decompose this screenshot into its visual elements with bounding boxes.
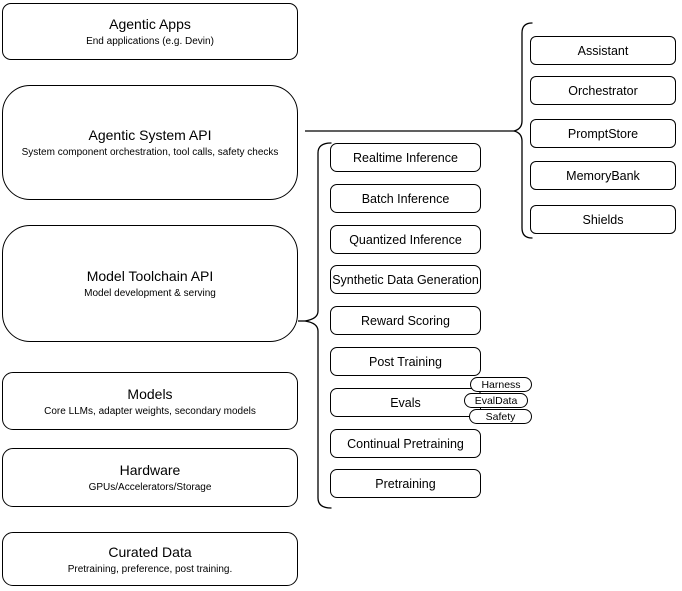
- node-agentic-system-api: Agentic System API System component orch…: [2, 85, 298, 200]
- node-title: Models: [127, 385, 173, 402]
- node-title: Agentic System API: [88, 127, 212, 143]
- node-reward-scoring: Reward Scoring: [330, 306, 481, 335]
- node-subtitle: Model development & serving: [84, 288, 216, 299]
- tag-evaldata: EvalData: [464, 393, 528, 408]
- node-subtitle: System component orchestration, tool cal…: [21, 147, 279, 158]
- node-post-training: Post Training: [330, 347, 481, 376]
- node-shields: Shields: [530, 205, 676, 234]
- node-subtitle: Core LLMs, adapter weights, secondary mo…: [44, 405, 256, 417]
- node-subtitle: End applications (e.g. Devin): [86, 36, 214, 47]
- tag-harness: Harness: [470, 377, 532, 392]
- node-promptstore: PromptStore: [530, 119, 676, 148]
- node-synthetic-data-generation: Synthetic Data Generation: [330, 265, 481, 294]
- node-realtime-inference: Realtime Inference: [330, 143, 481, 172]
- tag-safety: Safety: [469, 409, 532, 424]
- node-quantized-inference: Quantized Inference: [330, 225, 481, 254]
- node-pretraining: Pretraining: [330, 469, 481, 498]
- node-curated-data: Curated Data Pretraining, preference, po…: [2, 532, 298, 586]
- node-agentic-apps: Agentic Apps End applications (e.g. Devi…: [2, 3, 298, 60]
- node-title: Curated Data: [108, 543, 192, 560]
- node-evals: Evals: [330, 388, 481, 417]
- node-hardware: Hardware GPUs/Accelerators/Storage: [2, 448, 298, 507]
- brace-system-group: [513, 22, 533, 239]
- node-model-toolchain-api: Model Toolchain API Model development & …: [2, 225, 298, 342]
- node-assistant: Assistant: [530, 36, 676, 65]
- node-title: Hardware: [119, 462, 181, 478]
- node-subtitle: Pretraining, preference, post training.: [67, 563, 233, 575]
- node-subtitle: GPUs/Accelerators/Storage: [88, 482, 212, 493]
- node-orchestrator: Orchestrator: [530, 76, 676, 105]
- node-continual-pretraining: Continual Pretraining: [330, 429, 481, 458]
- node-memorybank: MemoryBank: [530, 161, 676, 190]
- node-title: Model Toolchain API: [86, 268, 214, 284]
- node-title: Agentic Apps: [109, 16, 191, 32]
- node-batch-inference: Batch Inference: [330, 184, 481, 213]
- brace-toolchain-group: [304, 142, 332, 509]
- node-models: Models Core LLMs, adapter weights, secon…: [2, 372, 298, 430]
